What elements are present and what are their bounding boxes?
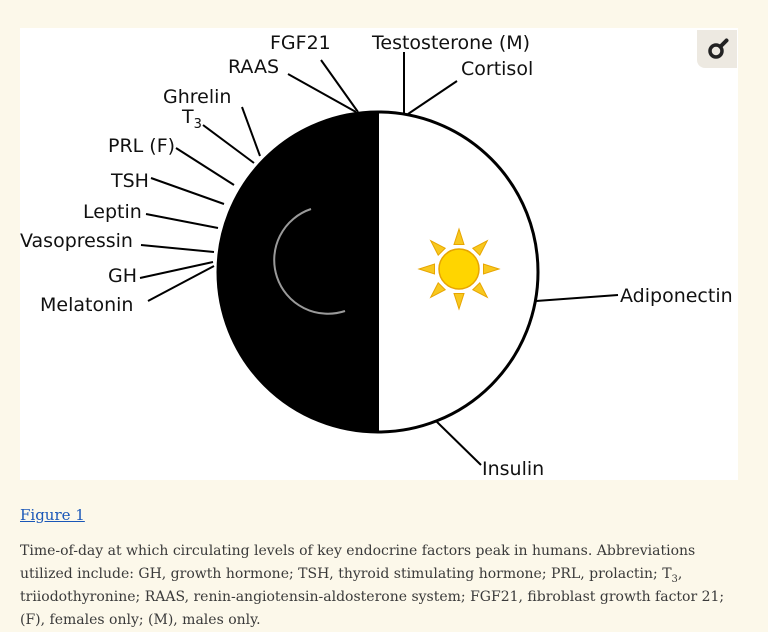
- sun-ray: [483, 263, 501, 275]
- label-adiponectin: Adiponectin: [620, 285, 733, 307]
- leader-prl: [175, 147, 235, 186]
- leader-raas: [287, 73, 357, 113]
- leader-fgf21: [320, 59, 359, 113]
- sun-ray: [471, 239, 489, 257]
- leader-gh: [139, 261, 214, 279]
- leader-tsh: [150, 177, 225, 205]
- label-vasopressin: Vasopressin: [20, 230, 133, 252]
- zoom-badge[interactable]: [697, 30, 737, 68]
- night-half: [218, 112, 378, 432]
- label-fgf21: FGF21: [270, 32, 331, 54]
- leader-cortisol: [407, 80, 458, 115]
- leader-melatonin: [147, 265, 215, 302]
- sun-ray: [429, 239, 447, 257]
- label-melatonin: Melatonin: [40, 294, 133, 316]
- caption-text-part2: , triiodothyronine; RAAS, renin-angioten…: [20, 566, 725, 628]
- sun-ray: [453, 227, 465, 245]
- label-prl: PRL (F): [108, 135, 175, 157]
- zoom-magnifier-icon: [708, 38, 729, 59]
- label-tsh: TSH: [110, 170, 149, 192]
- figure-image[interactable]: FGF21 Testosterone (M) RAAS Cortisol Ghr…: [20, 28, 738, 480]
- figure-link[interactable]: Figure 1: [20, 506, 85, 524]
- clock-outline: [216, 110, 540, 434]
- label-leptin: Leptin: [83, 201, 142, 223]
- label-insulin: Insulin: [482, 458, 544, 480]
- leader-t3: [202, 124, 255, 164]
- label-testosterone: Testosterone (M): [371, 32, 530, 54]
- caption-text-part1: Time-of-day at which circulating levels …: [20, 543, 696, 582]
- leader-ghrelin: [241, 106, 261, 157]
- sun-icon: [417, 227, 501, 311]
- sun-ray: [417, 263, 435, 275]
- label-gh: GH: [108, 265, 137, 287]
- leader-adiponectin: [535, 294, 619, 302]
- leader-insulin: [435, 420, 482, 466]
- sun-ray: [471, 281, 489, 299]
- label-raas: RAAS: [228, 56, 279, 78]
- leader-leptin: [145, 213, 219, 229]
- sun-ray: [453, 293, 465, 311]
- label-ghrelin: Ghrelin: [163, 86, 231, 108]
- leader-vasopressin: [140, 244, 215, 253]
- caption-t3-subscript: 3: [671, 573, 678, 585]
- crescent-moon-icon: [273, 208, 346, 315]
- sun-ray: [429, 281, 447, 299]
- label-t3: T3: [181, 106, 202, 132]
- figure-caption: Time-of-day at which circulating levels …: [20, 540, 748, 632]
- label-cortisol: Cortisol: [461, 58, 533, 80]
- endocrine-clock-diagram: FGF21 Testosterone (M) RAAS Cortisol Ghr…: [20, 32, 733, 480]
